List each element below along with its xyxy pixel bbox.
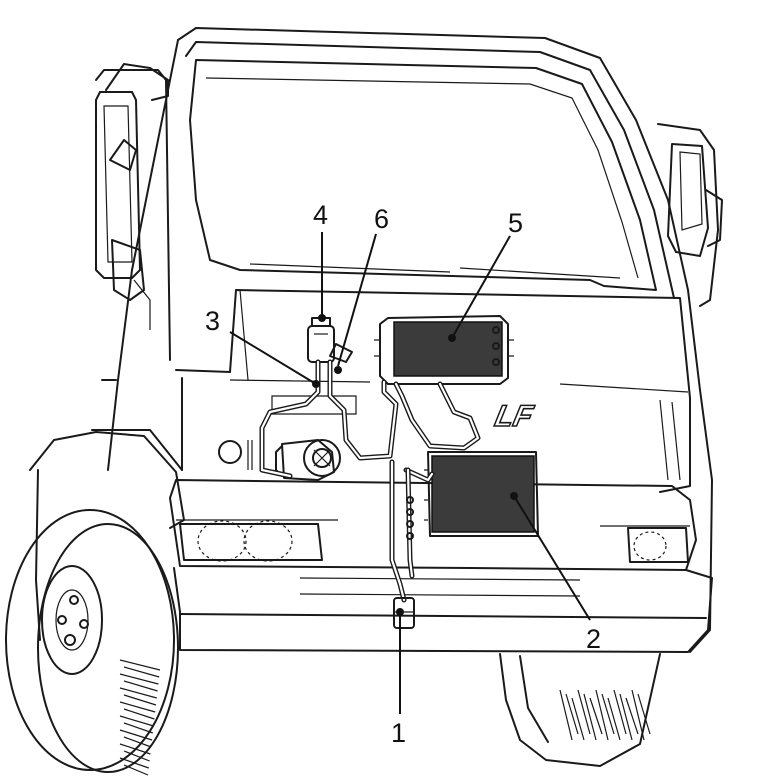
tread-mark — [601, 693, 615, 735]
callout-6: 6 — [374, 204, 389, 234]
tread-mark — [625, 697, 639, 735]
tread-mark — [123, 694, 157, 706]
tread-mark — [565, 693, 579, 735]
tread-mark — [119, 701, 156, 713]
right-front-wheel — [499, 653, 661, 767]
tread-mark — [595, 689, 609, 741]
callout-5: 5 — [508, 208, 523, 238]
leader-lines — [229, 232, 591, 714]
tread-mark — [119, 715, 154, 727]
tread-mark — [119, 673, 159, 685]
callout-3: 3 — [205, 306, 220, 336]
tread-mark — [571, 697, 585, 741]
tread-mark — [123, 708, 155, 720]
tread-mark — [619, 693, 633, 741]
left-mirror — [95, 63, 169, 330]
tread-mark — [123, 680, 158, 692]
tread-mark — [583, 693, 597, 741]
tread-mark — [119, 729, 153, 741]
tread-mark — [123, 764, 149, 776]
tread-mark — [119, 743, 151, 755]
tread-mark — [613, 689, 627, 735]
refrigerant-lines — [259, 359, 481, 603]
tread-mark — [123, 750, 150, 762]
tread-mark — [607, 697, 621, 741]
model-badge: LF — [492, 400, 537, 433]
condenser-unit — [424, 451, 539, 537]
tread-mark — [123, 722, 153, 734]
callout-4: 4 — [313, 200, 328, 230]
tread-mark — [119, 659, 161, 671]
tread-mark — [637, 693, 651, 735]
tread-mark — [123, 736, 152, 748]
pressure-switch — [329, 343, 353, 363]
compressor — [275, 439, 341, 481]
right-mirror — [657, 123, 723, 307]
tread-mark — [559, 689, 573, 741]
callout-2: 2 — [586, 624, 601, 654]
tread-mark — [589, 697, 603, 735]
tread-mark — [577, 689, 591, 735]
tread-mark — [631, 689, 645, 741]
tread-mark — [123, 666, 160, 678]
tread-mark — [119, 687, 157, 699]
callout-1: 1 — [391, 718, 406, 748]
tread-mark — [119, 757, 149, 769]
cab-body — [91, 27, 713, 653]
evaporator-unit — [374, 315, 514, 385]
left-front-wheel — [5, 431, 185, 776]
